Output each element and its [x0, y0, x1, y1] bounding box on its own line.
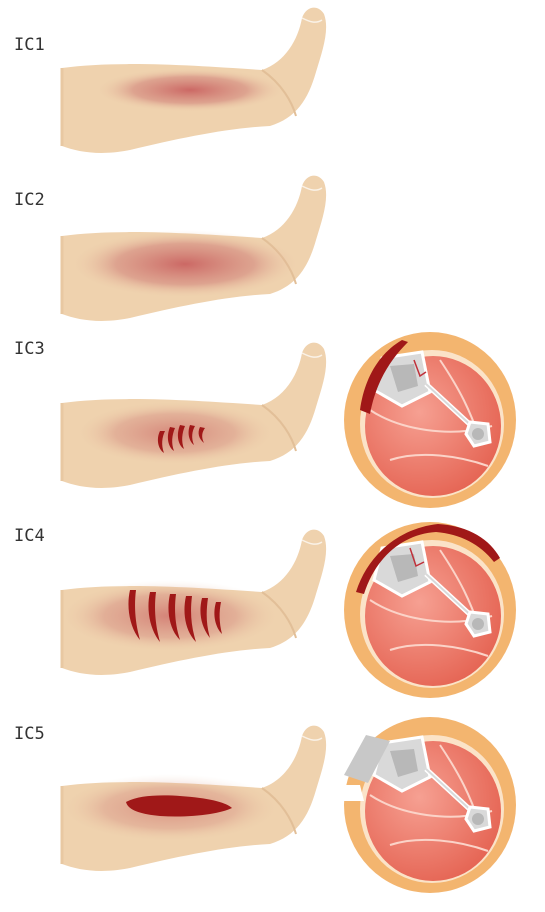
leg-illustration-ic1: [62, 8, 326, 153]
leg-illustration-ic2: [62, 176, 326, 321]
cross-section-ic4: [344, 522, 516, 698]
stage-label-ic5: IC5: [14, 724, 45, 744]
stage-label-ic1: IC1: [14, 35, 45, 55]
stage-label-ic3: IC3: [14, 339, 45, 359]
leg-illustration-ic4: [60, 530, 326, 675]
leg-illustration-ic5: [60, 726, 326, 871]
bruise-ic2: [70, 230, 300, 298]
cross-section-ic3: [344, 332, 516, 508]
leg-illustration-ic3: [62, 343, 326, 488]
tissue-gap-ic5: [338, 785, 364, 801]
bruise-ic1: [95, 68, 285, 112]
stage-label-ic2: IC2: [14, 190, 45, 210]
cross-section-ic5: [338, 717, 516, 893]
stage-label-ic4: IC4: [14, 526, 45, 546]
